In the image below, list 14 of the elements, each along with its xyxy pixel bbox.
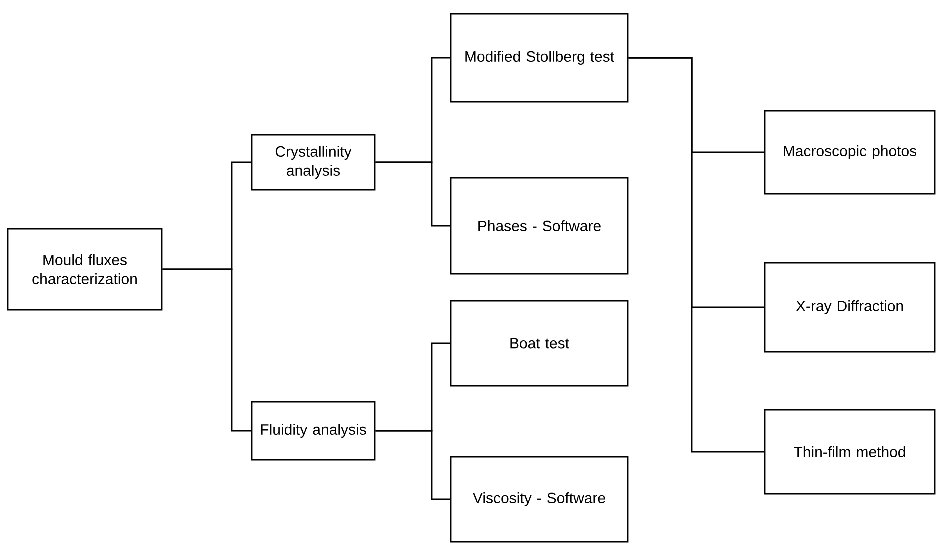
process-box: Phases - Software (450, 177, 629, 275)
process-box: Modified Stollberg test (450, 13, 629, 103)
process-box: Crystallinity analysis (251, 134, 376, 191)
connector-line (628, 57, 764, 453)
process-box: Mould fluxes characterization (7, 228, 163, 311)
process-box: X-ray Diffraction (764, 262, 936, 353)
connector-line (376, 162, 450, 227)
connector-line (162, 268, 252, 432)
process-box: Boat test (450, 300, 629, 387)
process-box: Fluidity analysis (251, 401, 376, 461)
process-box: Macroscopic photos (764, 110, 936, 195)
process-box: Thin-film method (764, 409, 936, 495)
connector-line (376, 430, 450, 500)
process-box: Viscosity - Software (450, 456, 629, 543)
